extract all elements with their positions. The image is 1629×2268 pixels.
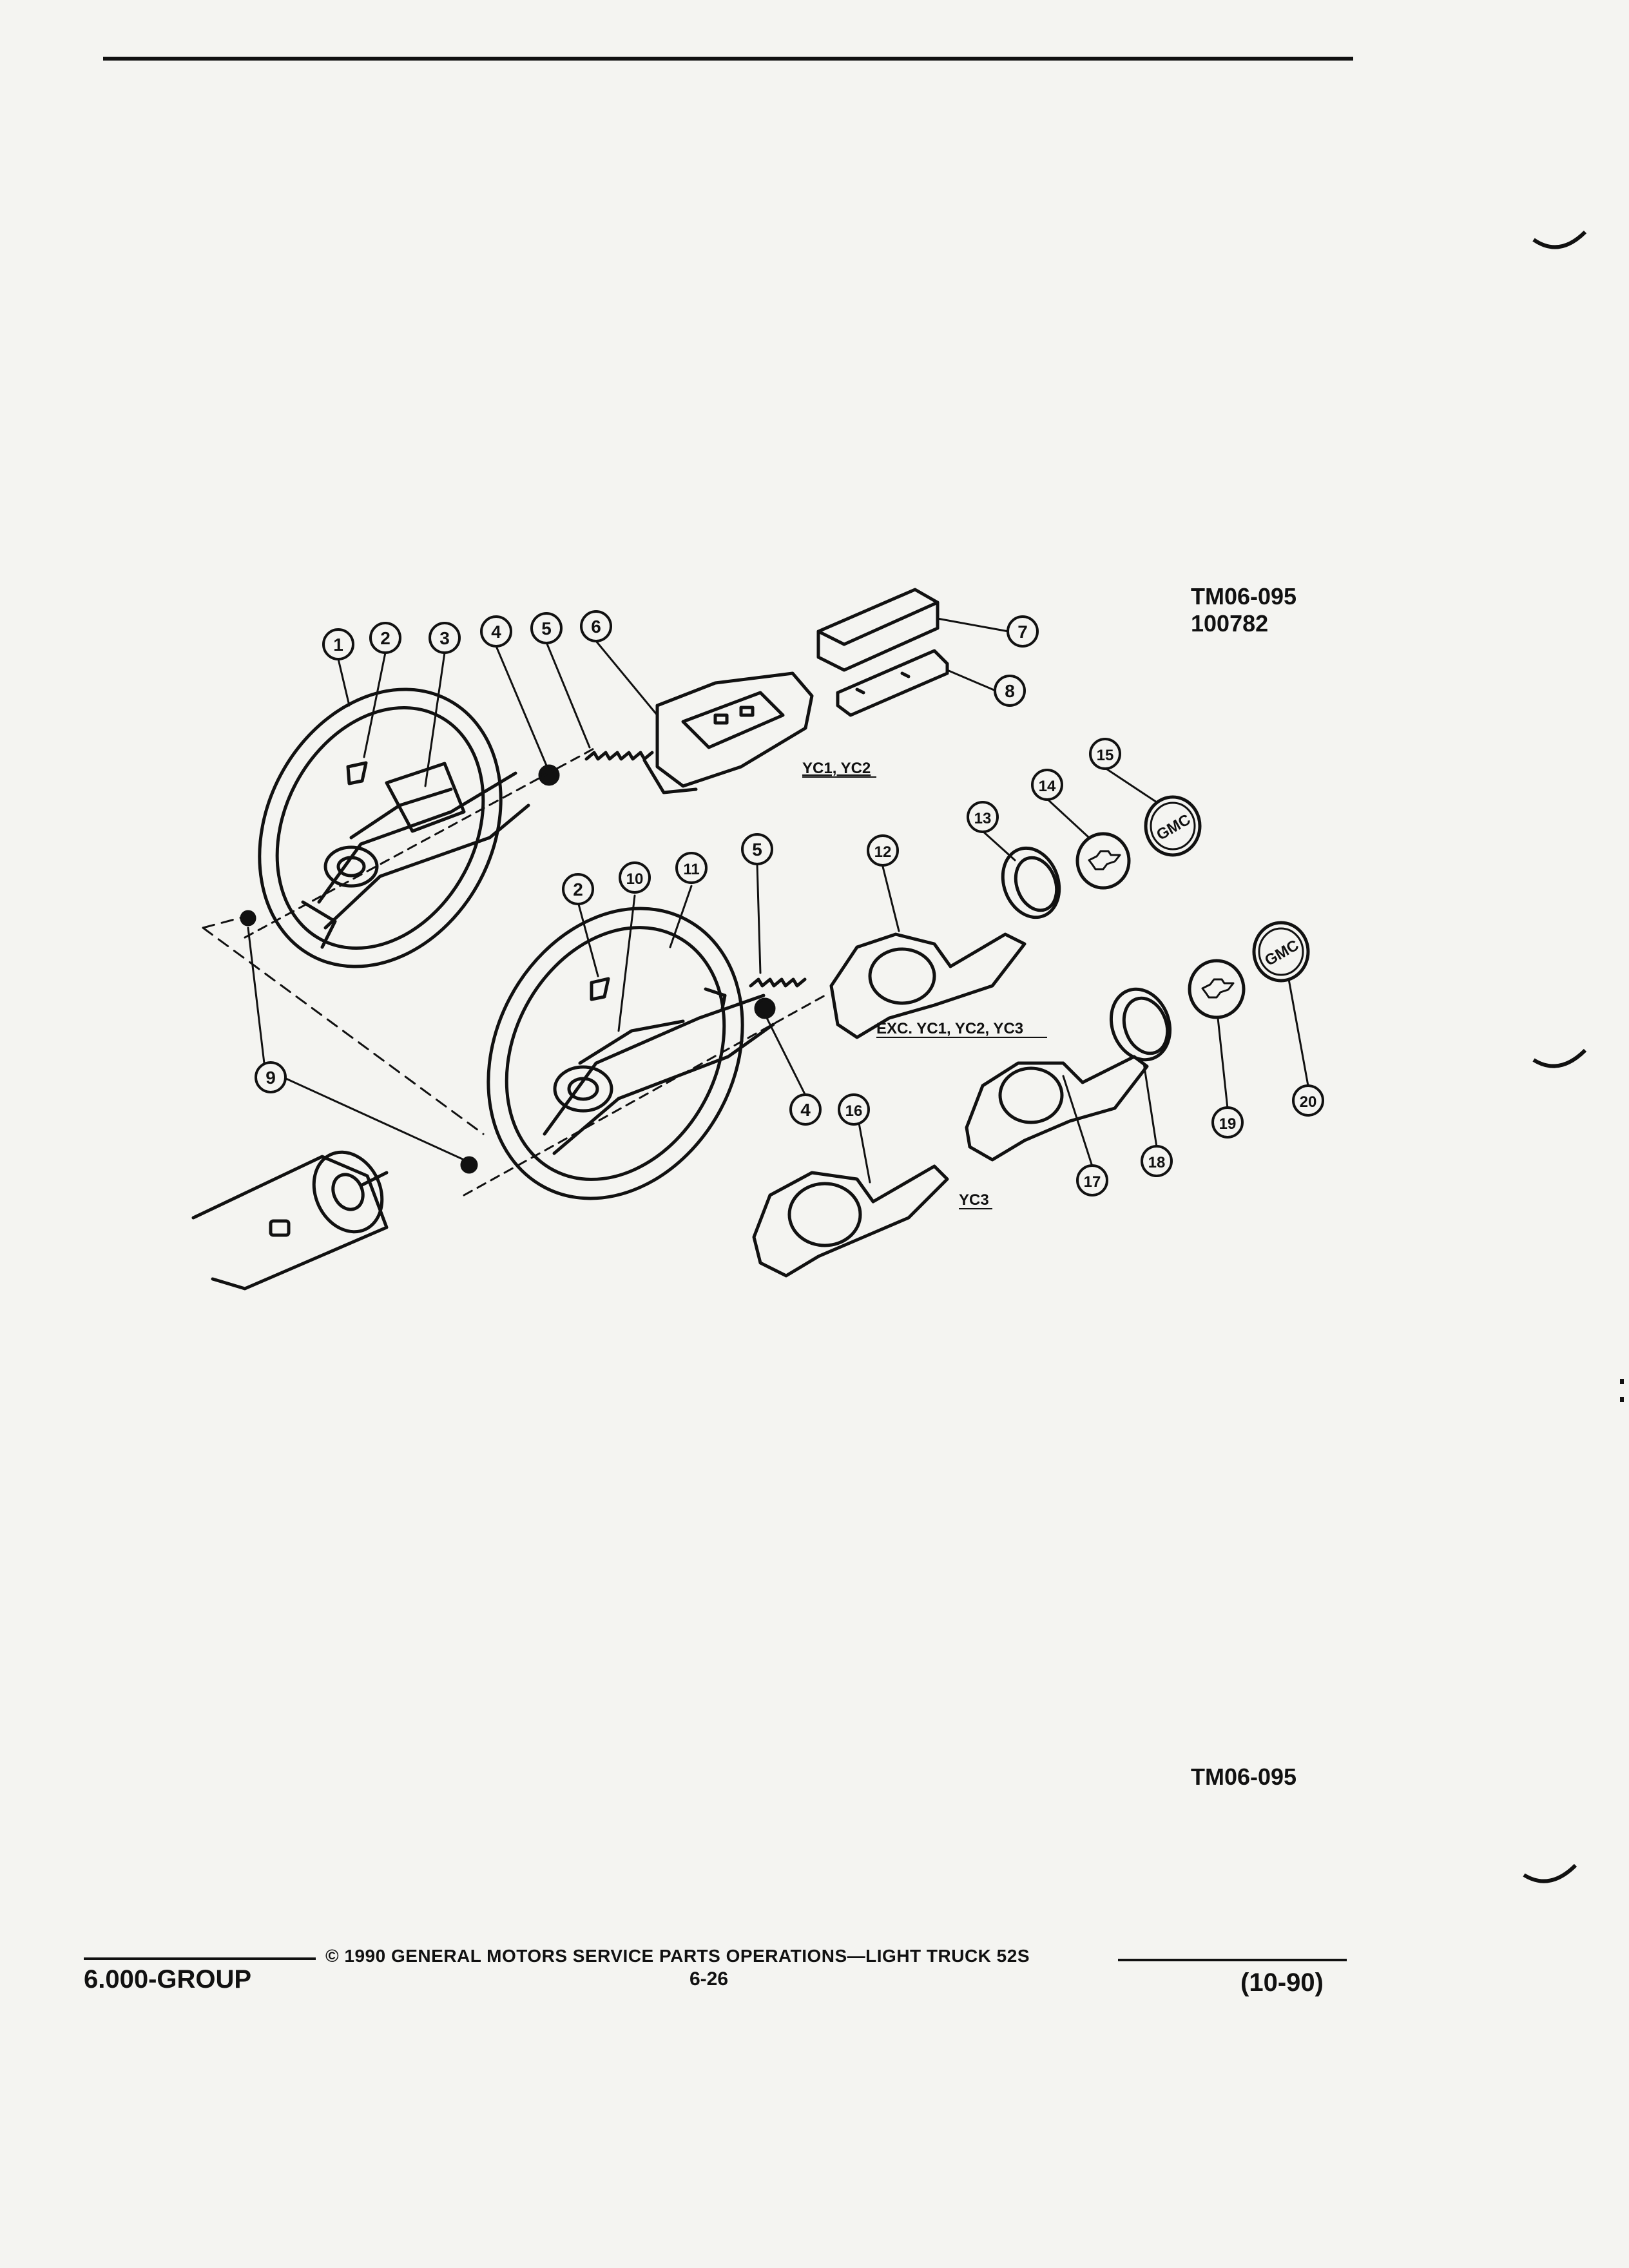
emblem-14 bbox=[1075, 832, 1131, 890]
leader-lines bbox=[247, 617, 1309, 1184]
callout-number: 10 bbox=[626, 870, 644, 888]
cap-16 bbox=[752, 1164, 949, 1278]
callout-5: 5 bbox=[741, 833, 773, 865]
callout-number: 14 bbox=[1039, 778, 1056, 795]
upper-steering-wheel bbox=[244, 687, 597, 968]
gmc-logo-text-15: GMC bbox=[1153, 811, 1193, 843]
callout-4: 4 bbox=[480, 615, 512, 648]
callout-number: 19 bbox=[1219, 1115, 1237, 1133]
callout-number: 2 bbox=[573, 879, 583, 899]
callout-16: 16 bbox=[838, 1093, 870, 1126]
callout-3: 3 bbox=[429, 622, 461, 654]
callout-1: 1 bbox=[322, 628, 354, 660]
callout-number: 15 bbox=[1097, 747, 1114, 764]
lower-spring bbox=[749, 977, 807, 988]
callout-19: 19 bbox=[1211, 1106, 1244, 1139]
callout-18: 18 bbox=[1141, 1145, 1173, 1177]
callout-number: 6 bbox=[591, 617, 601, 637]
callout-10: 10 bbox=[619, 861, 651, 894]
callout-number: 3 bbox=[439, 628, 450, 648]
lower-steering-wheel bbox=[463, 907, 826, 1200]
callout-number: 8 bbox=[1005, 681, 1015, 701]
bottom-catalog-id: TM06-095 bbox=[1191, 1763, 1297, 1790]
upper-spring bbox=[584, 751, 654, 761]
cap-12 bbox=[829, 932, 1027, 1039]
callout-number: 1 bbox=[333, 635, 343, 655]
footer-page-number: 6-26 bbox=[689, 1968, 729, 1990]
emblem-15 bbox=[1144, 795, 1202, 857]
callout-8: 8 bbox=[994, 675, 1026, 707]
callout-number: 4 bbox=[800, 1100, 811, 1120]
trim-7 bbox=[816, 588, 940, 672]
callout-13: 13 bbox=[967, 801, 999, 833]
edge-mark-2 bbox=[1532, 1048, 1587, 1068]
callout-7: 7 bbox=[1007, 615, 1039, 648]
footer-rule-left bbox=[84, 1957, 316, 1960]
callout-number: 5 bbox=[541, 619, 552, 639]
callout-number: 4 bbox=[491, 622, 501, 642]
callout-2: 2 bbox=[369, 622, 401, 654]
callout-number: 5 bbox=[752, 840, 762, 860]
callout-5: 5 bbox=[530, 612, 563, 644]
callout-number: 7 bbox=[1017, 622, 1028, 642]
footer-rule-right bbox=[1118, 1959, 1347, 1961]
callout-12: 12 bbox=[867, 834, 899, 867]
callout-number: 13 bbox=[974, 810, 992, 827]
ring-13 bbox=[1001, 846, 1061, 919]
emblem-19 bbox=[1188, 959, 1246, 1019]
label-yc3: YC3 bbox=[959, 1191, 989, 1209]
callout-14: 14 bbox=[1031, 769, 1063, 801]
footer-group: 6.000-GROUP bbox=[84, 1965, 252, 1994]
callout-number: 18 bbox=[1148, 1154, 1166, 1171]
callout-number: 12 bbox=[874, 843, 892, 861]
ring-18 bbox=[1109, 987, 1172, 1062]
edge-mark-3 bbox=[1523, 1863, 1577, 1883]
edge-mark-1 bbox=[1532, 230, 1587, 249]
callout-number: 20 bbox=[1300, 1093, 1317, 1111]
label-yc1-yc2: YC1, YC2 bbox=[802, 760, 871, 777]
callout-number: 11 bbox=[683, 861, 699, 878]
callout-9: 9 bbox=[255, 1061, 287, 1093]
label-exc-yc1-yc2-yc3: EXC. YC1, YC2, YC3 bbox=[876, 1020, 1023, 1037]
callout-number: 16 bbox=[845, 1102, 863, 1120]
gmc-logo-text-20: GMC bbox=[1262, 936, 1302, 969]
callout-17: 17 bbox=[1076, 1164, 1108, 1196]
callout-number: 17 bbox=[1084, 1173, 1101, 1191]
footer-copyright: © 1990 GENERAL MOTORS SERVICE PARTS OPER… bbox=[325, 1946, 1030, 1966]
callout-number: 2 bbox=[380, 628, 390, 648]
callout-11: 11 bbox=[675, 852, 708, 884]
steering-column bbox=[191, 1150, 389, 1291]
callout-20: 20 bbox=[1292, 1084, 1324, 1117]
insert-8 bbox=[836, 649, 949, 717]
footer-date: (10-90) bbox=[1240, 1968, 1324, 1997]
callout-4: 4 bbox=[789, 1093, 822, 1126]
catalog-id: TM06-095 bbox=[1191, 583, 1297, 610]
header-rule bbox=[103, 57, 1353, 61]
catalog-number: 100782 bbox=[1191, 610, 1269, 637]
callout-number: 9 bbox=[265, 1068, 276, 1088]
cap-17 bbox=[965, 1055, 1149, 1162]
callout-6: 6 bbox=[580, 610, 612, 642]
horn-pad-6 bbox=[642, 671, 814, 794]
emblem-20 bbox=[1252, 921, 1310, 983]
callout-2: 2 bbox=[562, 873, 594, 905]
callout-15: 15 bbox=[1089, 738, 1121, 770]
